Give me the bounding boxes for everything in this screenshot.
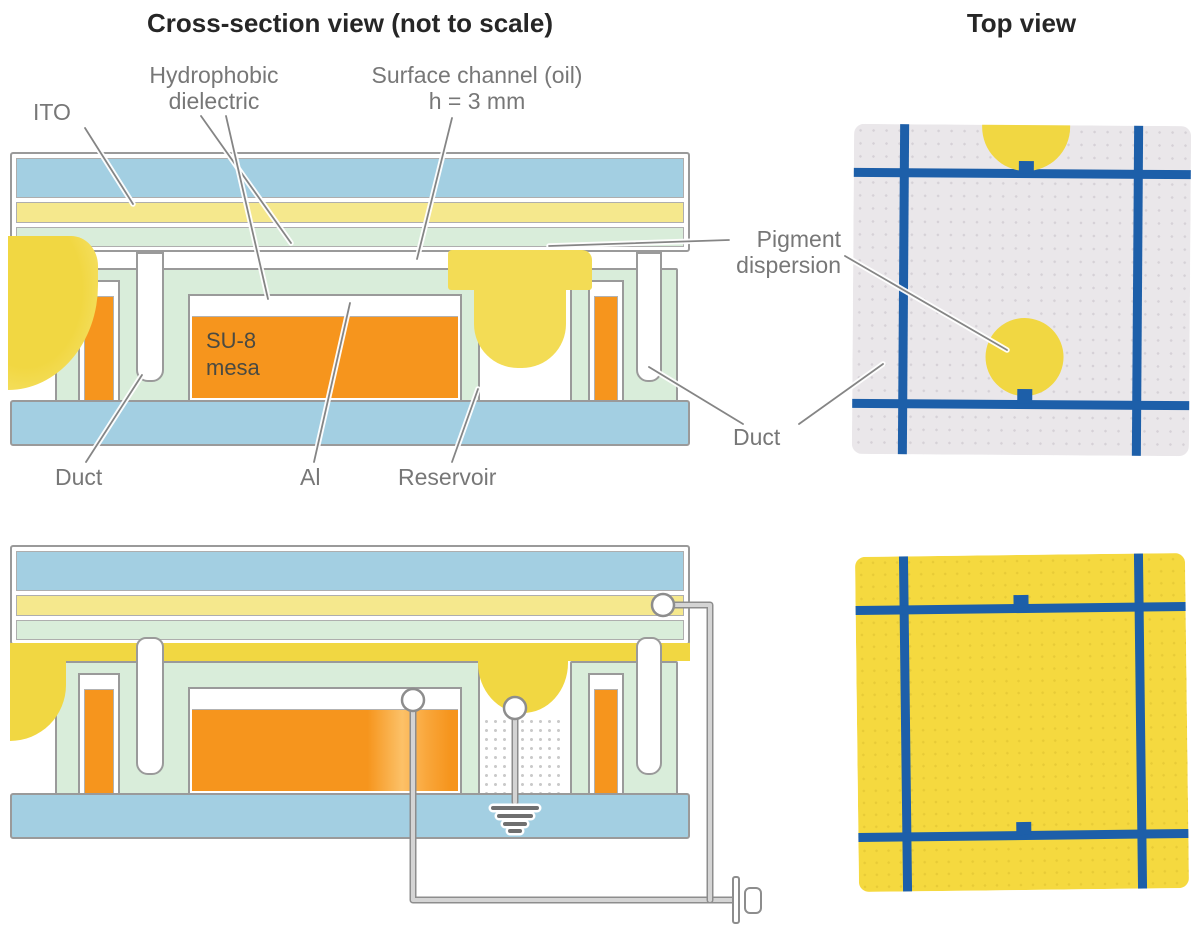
- cross-section-title: Cross-section view (not to scale): [147, 8, 553, 38]
- right-wall-pillar: [594, 689, 618, 793]
- duct-tab-bottom: [1017, 388, 1033, 404]
- empty-reservoir-speckle: [482, 717, 566, 793]
- pigment-dome: [478, 657, 568, 713]
- label-surface-channel: Surface channel (oil) h = 3 mm: [371, 62, 583, 114]
- top-view-initial: [851, 123, 1192, 457]
- cross-section-actuated-state: [10, 545, 690, 845]
- top-view-title: Top view: [966, 8, 1077, 38]
- su8-mesa-block: [192, 709, 458, 791]
- duct-right-channel: [636, 637, 662, 775]
- top-plate: [10, 545, 690, 645]
- cross-section-initial-state: SU-8 mesa: [8, 152, 690, 452]
- bottom-substrate: [10, 400, 690, 446]
- label-hydrophobic-dielectric: Hydrophobic dielectric: [149, 62, 279, 114]
- right-wall-pillar: [594, 296, 618, 400]
- hydrophobic-dielectric-layer: [16, 620, 684, 640]
- pigment-circle: [985, 317, 1064, 397]
- top-view-actuated: [854, 552, 1190, 893]
- bottom-substrate: [10, 793, 690, 839]
- glass-layer: [16, 551, 684, 591]
- label-ito: ITO: [33, 99, 71, 125]
- pigment-reservoir-stem: [474, 272, 566, 368]
- glass-layer: [16, 158, 684, 198]
- duct-tab-top: [1013, 594, 1029, 609]
- ito-layer: [16, 202, 684, 223]
- duct-tab-top: [1018, 160, 1034, 174]
- al-electrode-layer: SU-8 mesa: [188, 294, 462, 402]
- top-plate: [10, 152, 690, 252]
- duct-right-channel: [636, 252, 662, 382]
- al-electrode-layer: [188, 687, 462, 795]
- hydrophobic-dielectric-layer: [16, 227, 684, 247]
- spread-pigment-layer: [10, 643, 690, 661]
- duct-left-channel: [136, 252, 164, 382]
- right-wall-slot: [588, 280, 624, 402]
- battery-symbol: [732, 876, 762, 924]
- label-reservoir: Reservoir: [398, 464, 497, 490]
- left-wall-slot: [78, 673, 120, 795]
- su8-mesa-label: SU-8 mesa: [206, 328, 260, 380]
- su8-mesa-block: SU-8 mesa: [192, 316, 458, 398]
- duct-tab-bottom: [1016, 821, 1032, 836]
- label-al: Al: [300, 464, 321, 490]
- ito-layer: [16, 595, 684, 616]
- duct-left-channel: [136, 637, 164, 775]
- label-duct-left: Duct: [55, 464, 103, 490]
- label-duct-right: Duct: [733, 424, 781, 450]
- right-wall-slot: [588, 673, 624, 795]
- left-wall-pillar: [84, 689, 114, 793]
- label-pigment-dispersion: Pigment dispersion: [736, 226, 841, 278]
